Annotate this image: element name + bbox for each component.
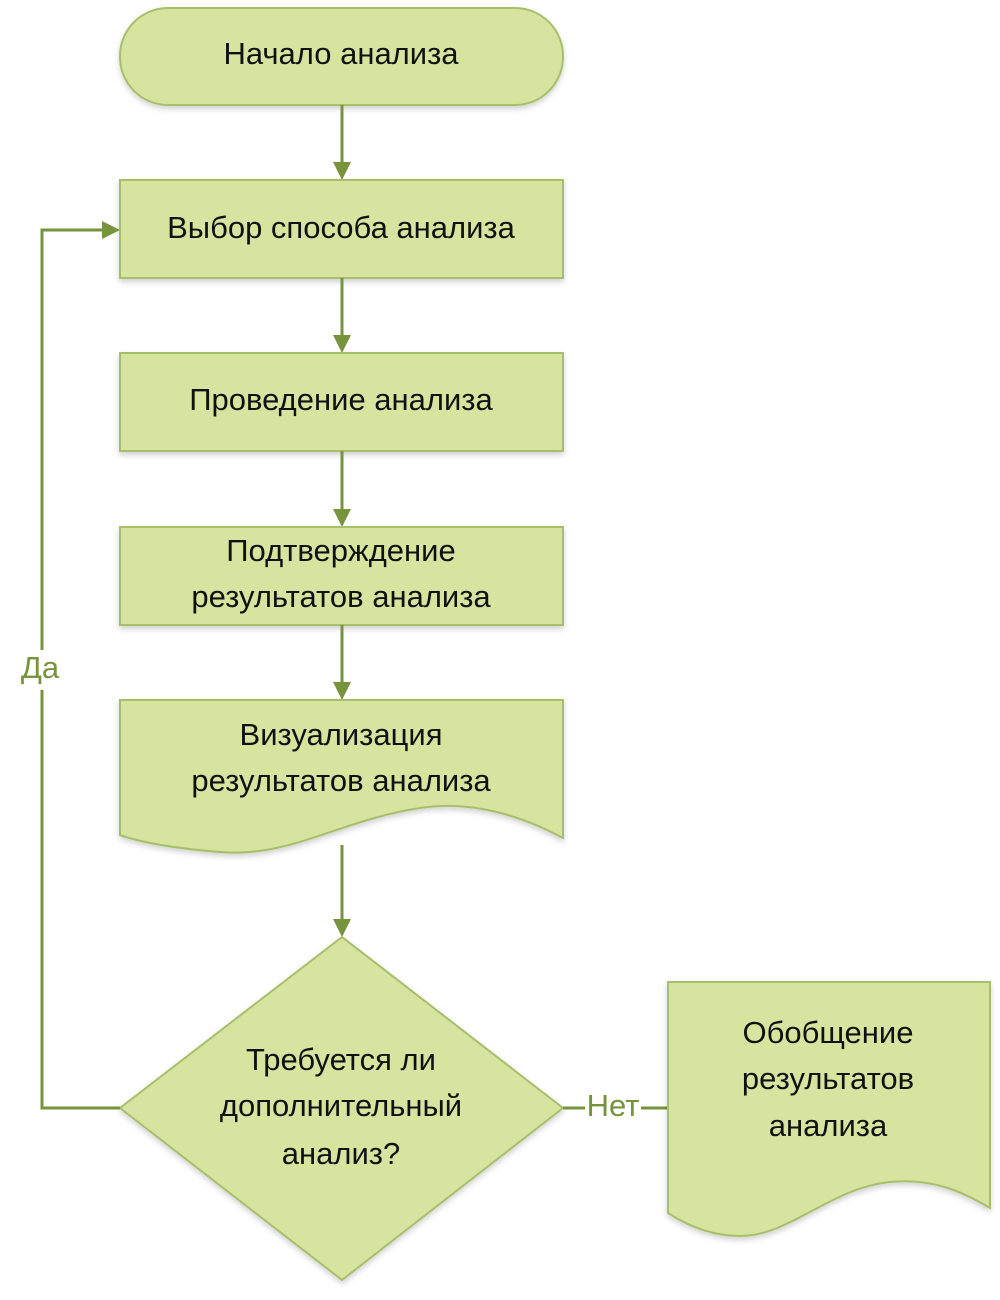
arrow-choose-to-perform: [333, 278, 351, 353]
start-terminator: Начало анализа: [119, 7, 564, 106]
confirm-label-line2: результатов анализа: [191, 579, 491, 614]
decision-label-line3: анализ?: [282, 1136, 400, 1171]
summary-label-line1: Обобщение: [743, 1015, 914, 1050]
decision-label-line1: Требуется ли: [246, 1042, 436, 1077]
process-perform-analysis: Проведение анализа: [119, 352, 564, 452]
arrow-yes-loop: Да: [21, 221, 120, 1110]
perform-label: Проведение анализа: [189, 382, 493, 417]
arrow-perform-to-confirm: [333, 451, 351, 527]
yes-label: Да: [21, 650, 60, 685]
decision-label-line2: дополнительный: [220, 1088, 462, 1123]
start-label: Начало анализа: [223, 36, 459, 71]
process-choose-method: Выбор способа анализа: [119, 179, 564, 279]
summary-label-line3: анализа: [769, 1108, 888, 1143]
document-visualize-results: Визуализация результатов анализа: [119, 699, 564, 854]
no-label: Нет: [587, 1088, 640, 1123]
choose-label: Выбор способа анализа: [167, 210, 516, 245]
arrow-visualize-to-decision: [333, 845, 351, 937]
arrow-start-to-choose: [333, 105, 351, 180]
decision-more-analysis: Требуется ли дополнительный анализ?: [118, 935, 565, 1282]
process-confirm-results: Подтверждение результатов анализа: [119, 526, 564, 626]
visualize-label-line2: результатов анализа: [191, 763, 491, 798]
arrow-confirm-to-visualize: [333, 625, 351, 700]
summary-label-line2: результатов: [742, 1061, 914, 1096]
confirm-label-line1: Подтверждение: [226, 533, 455, 568]
visualize-label-line1: Визуализация: [240, 717, 443, 752]
document-summarize-results: Обобщение результатов анализа: [667, 981, 991, 1238]
arrow-no-branch: Нет: [563, 1088, 668, 1123]
